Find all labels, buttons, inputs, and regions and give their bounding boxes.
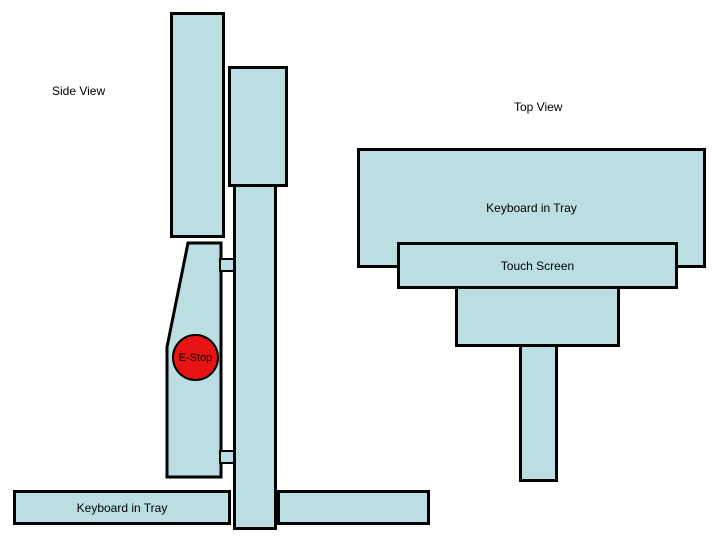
- top-view-title: Top View: [514, 100, 563, 114]
- side-view-support-column: [233, 180, 277, 530]
- bracket-top: [219, 258, 235, 272]
- side-view-back-panel: [228, 66, 288, 187]
- top-view-support-post: [519, 340, 558, 482]
- side-view-keyboard-tray-bar: Keyboard in Tray: [13, 490, 231, 525]
- side-view-keyboard-tray-label: Keyboard in Tray: [76, 500, 168, 515]
- side-view-title: Side View: [52, 84, 106, 98]
- side-view-monitor-panel: [170, 12, 225, 238]
- top-view-keyboard-tray-label: Keyboard in Tray: [486, 201, 577, 215]
- estop-button-icon: E-Stop: [172, 334, 219, 381]
- top-view-touch-screen-label: Touch Screen: [500, 258, 575, 273]
- estop-label: E-Stop: [178, 351, 213, 364]
- top-view-base-unit: [455, 285, 620, 347]
- bracket-bottom: [219, 450, 235, 464]
- top-view-touch-screen: Touch Screen: [397, 242, 678, 289]
- side-view-base-bar-right: [277, 490, 430, 525]
